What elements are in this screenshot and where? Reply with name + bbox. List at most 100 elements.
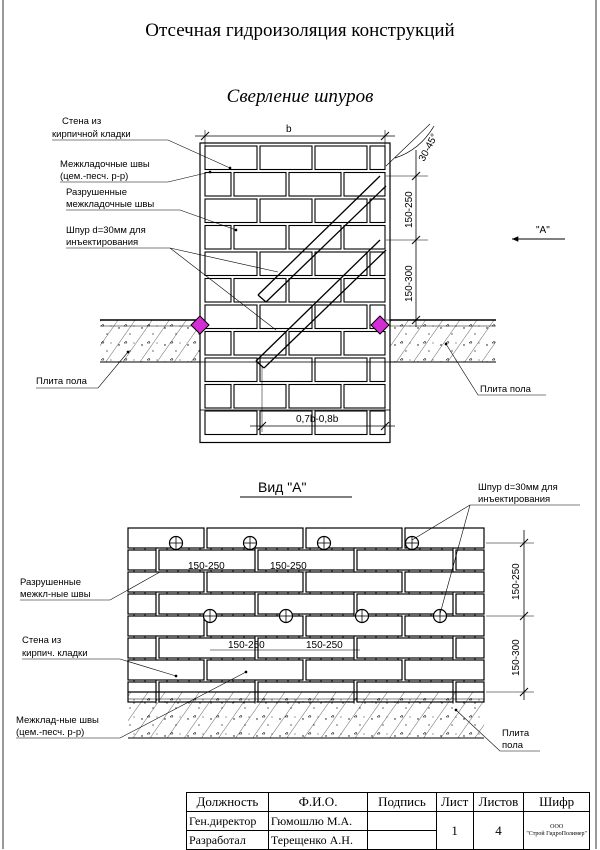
label-mortar-line2: (цем.-песч. р-р): [60, 171, 128, 182]
header-position: Должность: [186, 792, 269, 812]
brick: [204, 145, 258, 171]
mortar-speck: [463, 636, 465, 638]
mortar-speck: [309, 592, 311, 594]
title-block: Должность Ф.И.О. Подпись Лист Листов Шиф…: [186, 792, 590, 850]
mortar-speck: [463, 680, 465, 682]
brick: [288, 383, 342, 409]
mortar-speck: [386, 614, 388, 616]
brick: [343, 330, 386, 356]
mortar-speck: [463, 614, 465, 616]
mortar-speck: [298, 614, 300, 616]
mortar-speck: [155, 548, 157, 550]
mortar-speck: [474, 548, 476, 550]
brick: [259, 304, 313, 330]
mortar-speck: [221, 658, 223, 660]
mortar-speck: [320, 614, 322, 616]
brick: [356, 549, 454, 571]
dim-drill-depth: 0,7b-0,8b: [296, 414, 339, 425]
mortar-speck: [353, 548, 355, 550]
mortar-speck: [254, 592, 256, 594]
mortar-speck: [309, 636, 311, 638]
sheet-number: 1: [435, 811, 474, 850]
mortar-speck: [155, 570, 157, 572]
mortar-speck: [353, 614, 355, 616]
mortar-speck: [221, 680, 223, 682]
mortar-speck: [155, 636, 157, 638]
mortar-speck: [419, 636, 421, 638]
drill-hole-lower: [255, 239, 387, 369]
mortar-speck: [441, 636, 443, 638]
mortar-speck: [364, 636, 366, 638]
mortar-speck: [144, 680, 146, 682]
mortar-speck: [386, 680, 388, 682]
mortar-speck: [331, 570, 333, 572]
label-front-wall-line1: Стена из: [22, 635, 61, 646]
mortar-speck: [353, 658, 355, 660]
mortar-speck: [452, 680, 454, 682]
brick: [455, 637, 485, 659]
mortar-speck: [199, 636, 201, 638]
brick: [233, 224, 287, 250]
mortar-speck: [188, 548, 190, 550]
brick: [305, 615, 403, 637]
mortar-speck: [430, 548, 432, 550]
mortar-speck: [133, 658, 135, 660]
brick: [288, 171, 342, 197]
mortar-speck: [199, 570, 201, 572]
mortar-speck: [144, 570, 146, 572]
row2-name: Терещенко А.Н.: [267, 830, 369, 850]
dim-top-spacing-1: 150-250: [188, 561, 225, 572]
mortar-speck: [430, 592, 432, 594]
brick: [204, 383, 232, 409]
mortar-speck: [441, 570, 443, 572]
mortar-speck: [452, 658, 454, 660]
mortar-speck: [221, 636, 223, 638]
mortar-speck: [166, 658, 168, 660]
brick: [314, 198, 368, 224]
mortar-speck: [408, 614, 410, 616]
brick-wall-front: [127, 527, 485, 704]
mortar-speck: [342, 548, 344, 550]
mortar-speck: [397, 570, 399, 572]
mortar-speck: [144, 592, 146, 594]
mortar-speck: [397, 658, 399, 660]
mortar-speck: [364, 658, 366, 660]
mortar-speck: [276, 680, 278, 682]
dim-low-spacing-1: 150-250: [228, 640, 265, 651]
mortar-speck: [265, 592, 267, 594]
brick: [257, 549, 355, 571]
mortar-speck: [243, 680, 245, 682]
mortar-speck: [397, 614, 399, 616]
mortar-speck: [199, 592, 201, 594]
mortar-speck: [463, 570, 465, 572]
mortar-speck: [287, 570, 289, 572]
mortar-speck: [265, 636, 267, 638]
mortar-speck: [408, 592, 410, 594]
mortar-speck: [177, 680, 179, 682]
label-slab-right: Плита пола: [480, 384, 532, 395]
dim-angle: 30-45°: [417, 132, 441, 163]
mortar-speck: [320, 680, 322, 682]
brick: [343, 171, 386, 197]
mortar-speck: [133, 570, 135, 572]
brick-wall-section: [199, 142, 391, 444]
mortar-speck: [452, 636, 454, 638]
mortar-speck: [309, 614, 311, 616]
label-front-slab-line2: пола: [502, 740, 524, 751]
header-signature: Подпись: [367, 792, 437, 812]
mortar-speck: [386, 658, 388, 660]
mortar-speck: [430, 570, 432, 572]
mortar-speck: [386, 570, 388, 572]
mortar-speck: [452, 570, 454, 572]
mortar-speck: [474, 592, 476, 594]
mortar-speck: [177, 658, 179, 660]
mortar-speck: [298, 548, 300, 550]
mortar-speck: [408, 570, 410, 572]
label-wall-line2: кирпичной кладки: [52, 129, 131, 140]
mortar-speck: [353, 570, 355, 572]
brick: [257, 637, 355, 659]
mortar-speck: [342, 658, 344, 660]
mortar-speck: [375, 658, 377, 660]
brick: [314, 304, 368, 330]
mortar-speck: [375, 570, 377, 572]
